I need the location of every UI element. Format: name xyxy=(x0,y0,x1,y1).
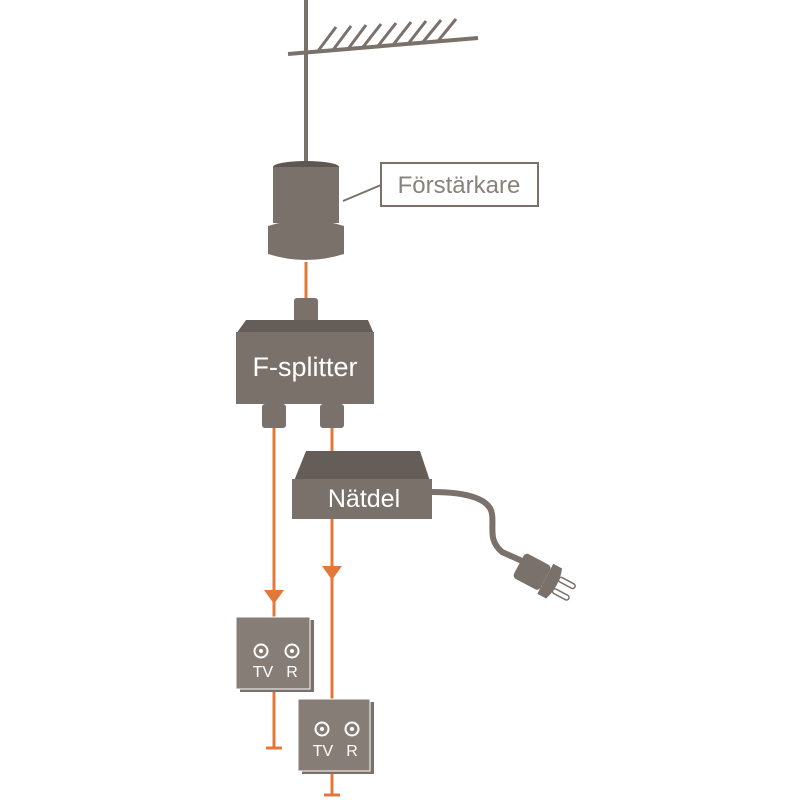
splitter-output-right xyxy=(320,404,344,428)
splitter-output-left xyxy=(262,404,286,428)
power-plug-icon xyxy=(513,553,576,601)
power-supply-body xyxy=(292,479,432,519)
wall-outlet-1: TV R xyxy=(235,616,314,750)
radio-jack-icon xyxy=(344,721,360,737)
antenna-elements xyxy=(316,18,458,52)
power-cord xyxy=(429,489,523,563)
splitter-body xyxy=(236,332,374,404)
outlet-tv-label: TV xyxy=(313,743,334,760)
arrow-down-icon xyxy=(264,590,284,604)
amplifier-label: Förstärkare xyxy=(398,172,521,199)
wall-outlet-2: TV R xyxy=(297,698,374,797)
amplifier xyxy=(268,161,344,298)
outlet-radio-label: R xyxy=(346,743,358,760)
antenna xyxy=(287,0,479,168)
f-splitter: F-splitter xyxy=(236,298,374,428)
amplifier-base xyxy=(268,220,344,260)
radio-jack-icon xyxy=(284,643,300,659)
power-supply-label: Nätdel xyxy=(328,485,400,513)
splitter-input-connector xyxy=(294,298,318,324)
tv-jack-icon xyxy=(314,721,330,737)
cable-left xyxy=(264,428,284,618)
outlet-radio-label: R xyxy=(286,664,298,681)
arrow-down-icon xyxy=(322,566,342,580)
antenna-boom xyxy=(287,36,479,56)
splitter-label: F-splitter xyxy=(252,352,357,382)
outlet-tv-label: TV xyxy=(253,664,274,681)
amplifier-label-box xyxy=(380,162,539,207)
tv-jack-icon xyxy=(253,643,269,659)
power-supply: Nätdel xyxy=(292,451,576,601)
amplifier-callout: Förstärkare xyxy=(342,162,539,207)
cable-right xyxy=(322,519,342,700)
